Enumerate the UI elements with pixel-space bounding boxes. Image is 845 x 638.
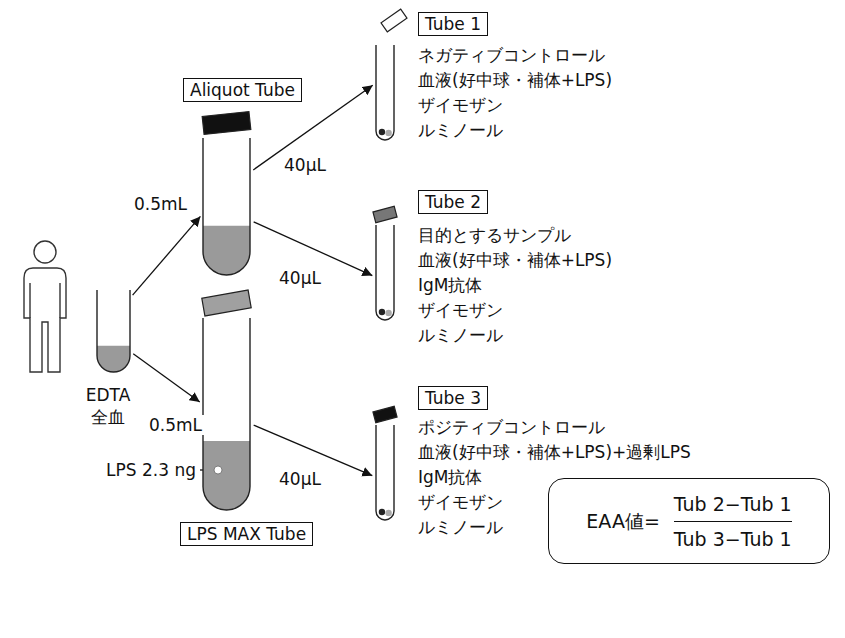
tube-shape	[97, 290, 130, 372]
sample-dot	[385, 310, 391, 316]
volume-label: 0.5mL	[147, 415, 204, 435]
tube-outline	[203, 318, 250, 510]
tube-label: Aliquot Tube	[183, 78, 302, 102]
tube-shape	[376, 45, 394, 140]
tube-shape	[203, 318, 250, 510]
formula-text: EAA値=	[586, 509, 659, 533]
tube-outline	[376, 225, 394, 320]
tube-body	[203, 318, 250, 510]
reagent-line: 血液(好中球・補体+LPS)	[418, 69, 612, 91]
tube-shape	[203, 138, 250, 275]
reagent-line: 目的とするサンプル	[418, 224, 571, 246]
reagent-line: 血液(好中球・補体+LPS)+過剰LPS	[418, 441, 691, 463]
person-arms	[30, 283, 60, 318]
tube-cap	[373, 206, 397, 222]
reagent-line: ルミノール	[418, 324, 503, 346]
sample-label: EDTA 全血	[77, 384, 139, 428]
formula-text: Tub 3−Tub 1	[674, 527, 792, 551]
tube-label: Tube 3	[418, 386, 488, 410]
volume-label: 0.5mL	[132, 194, 189, 214]
reagent-line: IgM抗体	[418, 274, 482, 296]
tube-label: Tube 2	[418, 190, 488, 214]
reagent-line: ルミノール	[418, 516, 503, 538]
tube-body	[376, 425, 394, 520]
tube-body	[376, 45, 394, 140]
tube-node: Tube 2目的とするサンプル血液(好中球・補体+LPS)IgM抗体ザイモザンル…	[376, 225, 394, 320]
reagent-line: ポジティブコントロール	[418, 416, 605, 438]
reagent-line: 血液(好中球・補体+LPS)	[418, 249, 612, 271]
tube-label: Tube 1	[418, 12, 488, 36]
reagent-amount-label: LPS 2.3 ng	[106, 459, 196, 481]
tube-outline	[97, 290, 130, 372]
tube-node: Tube 3ポジティブコントロール血液(好中球・補体+LPS)+過剰LPSIgM…	[376, 425, 394, 520]
tube-outline	[376, 45, 394, 140]
tube-node: Aliquot Tube	[203, 138, 250, 275]
sample-dot	[379, 509, 385, 515]
transfer-arrow	[133, 216, 201, 295]
transfer-arrow	[254, 425, 373, 476]
reagent-line: ルミノール	[418, 119, 503, 141]
person-head	[34, 241, 56, 263]
tube-node: EDTA 全血	[97, 290, 130, 372]
tube-body	[97, 290, 130, 372]
tube-label: LPS MAX Tube	[180, 522, 313, 546]
blood-fill	[203, 441, 250, 510]
tube-cap	[373, 406, 397, 422]
reagent-line: IgM抗体	[418, 466, 482, 488]
tube-shape	[376, 425, 394, 520]
fraction-bar	[674, 521, 792, 522]
tube-shape	[376, 225, 394, 320]
sample-dot	[379, 129, 385, 135]
fraction: Tub 2−Tub 1 Tub 3−Tub 1	[674, 492, 792, 551]
reagent-line: ザイモザン	[418, 491, 503, 513]
tube-body	[376, 225, 394, 320]
formula-text: Tub 2−Tub 1	[674, 492, 792, 516]
tube-cap	[202, 112, 251, 135]
tube-node: Tube 1ネガティブコントロール血液(好中球・補体+LPS)ザイモザンルミノー…	[376, 45, 394, 140]
volume-label: 40μL	[282, 155, 328, 175]
reagent-line: ネガティブコントロール	[418, 44, 605, 66]
tube-outline	[203, 138, 250, 275]
tube-body	[203, 138, 250, 275]
sample-dot	[385, 510, 391, 516]
tube-outline	[376, 425, 394, 520]
person-icon	[24, 241, 66, 372]
person-body	[24, 268, 66, 372]
lps-pellet	[214, 466, 222, 474]
volume-label: 40μL	[277, 469, 323, 489]
tube-node: LPS MAX Tube	[203, 318, 250, 510]
tube-cap	[202, 290, 251, 316]
tube-cap	[381, 9, 407, 32]
reagent-line: ザイモザン	[418, 94, 503, 116]
transfer-arrow	[133, 354, 200, 402]
formula-box: EAA値= Tub 2−Tub 1 Tub 3−Tub 1	[548, 478, 830, 564]
reagent-line: ザイモザン	[418, 299, 503, 321]
volume-label: 40μL	[277, 268, 323, 288]
sample-dot	[385, 130, 391, 136]
sample-dot	[379, 309, 385, 315]
